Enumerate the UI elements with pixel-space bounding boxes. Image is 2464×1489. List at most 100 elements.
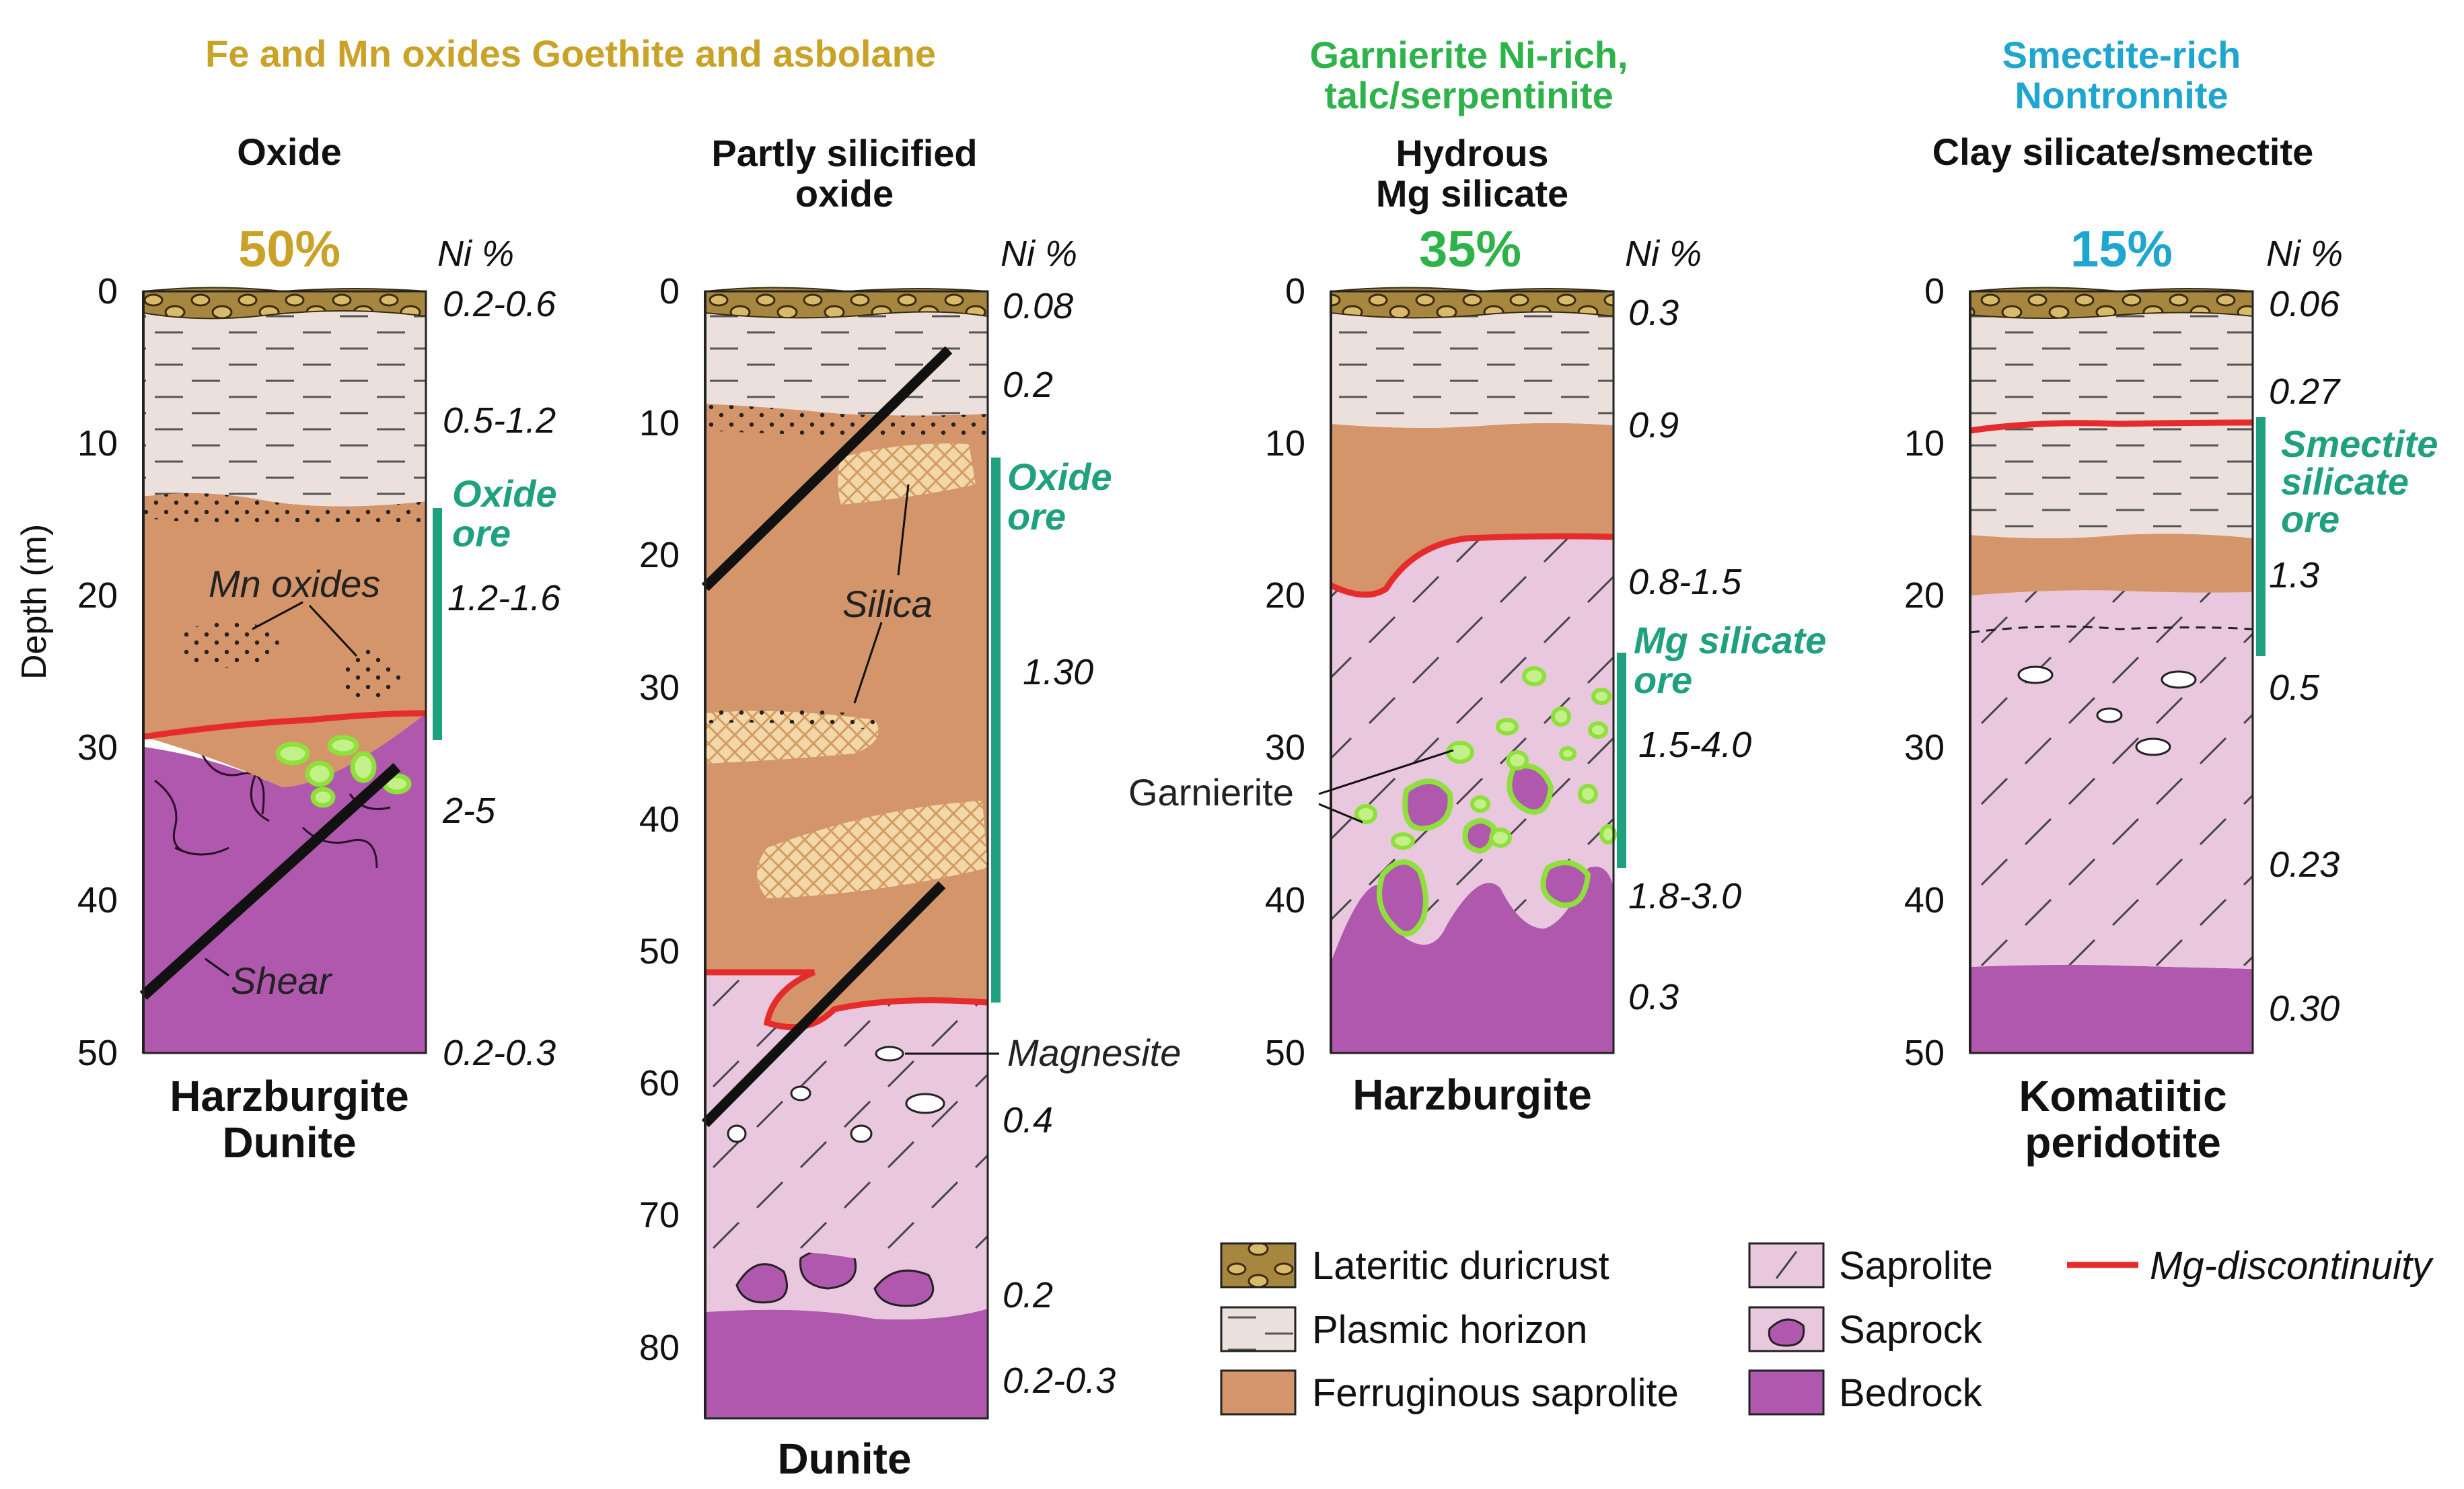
weathering-front <box>1969 625 2253 634</box>
depth-tick: 40 <box>1264 880 1305 920</box>
depth-tick: 40 <box>639 799 680 840</box>
shear-zone <box>701 346 953 591</box>
ni-value: 0.30 <box>2269 988 2340 1029</box>
percent-label: 15% <box>2070 221 2173 278</box>
depth-tick: 40 <box>77 880 118 920</box>
mg-discontinuity-line <box>705 969 988 1031</box>
garnierite-label: Garnierite <box>1128 771 1294 813</box>
depth-tick: 20 <box>1264 575 1305 616</box>
garnierite-arrows <box>1318 749 1454 824</box>
legend-label-ferruginous: Ferruginous saprolite <box>1312 1371 1679 1415</box>
depth-tick: 0 <box>97 271 118 312</box>
depth-tick: 0 <box>659 271 680 312</box>
ni-value: 0.5 <box>2269 667 2320 708</box>
mn-oxides-patch <box>340 649 400 700</box>
column-hydrous-mg-silicate <box>1318 287 1626 1054</box>
silica-lens <box>757 801 988 898</box>
mn-oxides-label: Mn oxides <box>209 562 381 605</box>
column-clay-silicate <box>1969 287 2266 1054</box>
ni-value: 1.2-1.6 <box>447 578 561 618</box>
ni-value: 2-5 <box>443 791 496 831</box>
mn-oxides-patch <box>178 621 279 668</box>
shear-zone <box>139 763 401 1000</box>
ni-value: 0.3 <box>1628 977 1679 1017</box>
mn-dots-top <box>143 493 426 526</box>
depth-tick: 20 <box>639 535 680 575</box>
depth-tick: 10 <box>1264 423 1305 464</box>
rock-label: Dunite <box>777 1434 912 1483</box>
depth-tick: 50 <box>1904 1033 1945 1073</box>
depth-axis-label: Depth (m) <box>15 523 54 680</box>
percent-label: 50% <box>238 221 341 278</box>
ni-value: 0.06 <box>2269 284 2340 324</box>
silica-nodules <box>2017 665 2197 756</box>
mg-discontinuity-line <box>1969 419 2253 434</box>
header-oxide-family: Fe and Mn oxides Goethite and asbolane <box>205 32 936 75</box>
magnesite-nodules <box>727 1046 945 1143</box>
ni-value: 0.9 <box>1628 405 1679 445</box>
depth-tick: 50 <box>639 931 680 972</box>
ni-value: 0.2-0.3 <box>443 1033 556 1073</box>
legend-label-saprock: Saprock <box>1839 1308 1982 1352</box>
depth-tick: 30 <box>1904 727 1945 768</box>
legend-label-saprolite: Saprolite <box>1839 1244 1993 1288</box>
shear-arrow <box>205 957 229 977</box>
ni-value: 0.23 <box>2269 844 2340 885</box>
ni-header: Ni % <box>2266 233 2344 274</box>
garnierite-patches <box>275 735 412 808</box>
bedrock-cracks <box>154 753 391 869</box>
ni-value: 0.2 <box>1003 1275 1054 1315</box>
ni-value: 1.30 <box>1023 652 1094 692</box>
legend-swatch-duricrust <box>1220 1242 1297 1288</box>
plasmic-horizon-layer <box>705 312 988 416</box>
depth-tick: 10 <box>1904 423 1945 464</box>
header-garnierite: Garnierite Ni-rich,talc/serpentinite <box>1309 34 1628 117</box>
ni-value: 0.08 <box>1003 286 1074 326</box>
ferruginous-saprolite-layer <box>1970 534 2253 595</box>
ni-value: 0.2-0.3 <box>1003 1360 1116 1401</box>
column-title: Oxide <box>237 131 342 173</box>
legend-label-plasmic: Plasmic horizon <box>1312 1308 1588 1352</box>
ni-value: 0.2 <box>1003 365 1054 405</box>
garnierite-nodules <box>1354 666 1617 850</box>
depth-tick: 0 <box>1924 271 1945 312</box>
legend-label-mg-discontinuity: Mg-discontinuity <box>2150 1244 2432 1288</box>
magnesite-label: Magnesite <box>1007 1031 1182 1074</box>
depth-tick: 10 <box>77 423 118 464</box>
depth-tick: 50 <box>77 1033 118 1073</box>
saprock-boulders <box>735 1247 935 1307</box>
ni-value: 1.5-4.0 <box>1638 725 1752 765</box>
silica-dots <box>705 707 875 730</box>
depth-tick: 30 <box>1264 727 1305 768</box>
legend-swatch-bedrock <box>1748 1369 1825 1416</box>
ni-header: Ni % <box>1001 233 1078 274</box>
depth-tick: 50 <box>1264 1033 1305 1073</box>
legend-swatch-ferruginous <box>1220 1369 1297 1416</box>
depth-tick: 0 <box>1284 271 1305 312</box>
silica-arrows <box>853 484 910 704</box>
ni-header: Ni % <box>1625 233 1702 274</box>
depth-tick: 20 <box>1904 575 1945 616</box>
depth-tick: 40 <box>1904 880 1945 920</box>
plasmic-horizon-layer <box>143 310 426 507</box>
ni-value: 0.27 <box>2269 371 2340 412</box>
depth-tick: 30 <box>639 667 680 708</box>
legend-swatch-saprock-boulder <box>1768 1318 1805 1347</box>
depth-tick: 20 <box>77 575 118 616</box>
silica-lens <box>838 443 976 505</box>
garnierite-veins <box>1377 763 1591 937</box>
depth-tick: 30 <box>77 727 118 768</box>
ni-value: 0.4 <box>1003 1100 1054 1140</box>
plasmic-horizon-layer <box>1331 312 1614 428</box>
ferruginous-saprolite-layer <box>1331 423 1614 595</box>
saprolite-layer <box>705 972 988 1261</box>
shear-label: Shear <box>231 959 332 1002</box>
